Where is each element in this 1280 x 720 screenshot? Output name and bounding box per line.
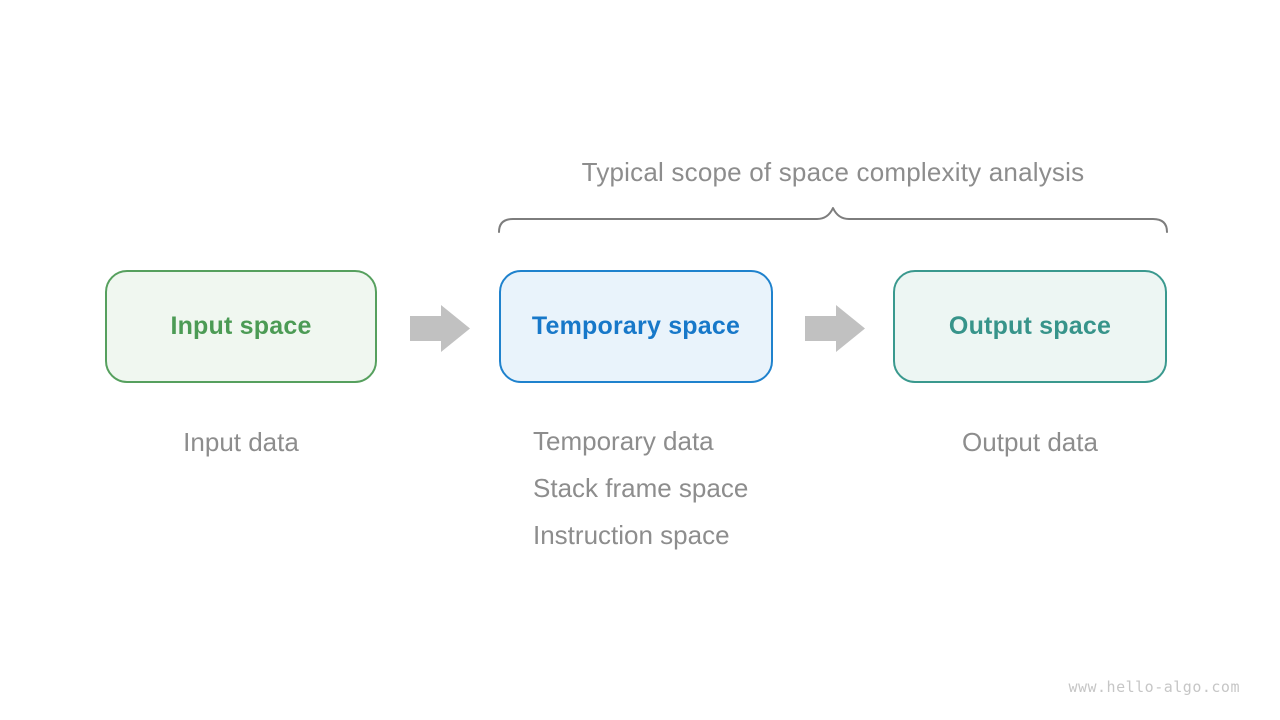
stack-frame-space-annotation: Stack frame space bbox=[533, 473, 749, 503]
output-data-annotation: Output data bbox=[962, 427, 1098, 457]
diagram-title: Typical scope of space complexity analys… bbox=[581, 157, 1085, 187]
output-space-label: Output space bbox=[948, 312, 1112, 340]
input-space-box: Input space bbox=[105, 270, 377, 383]
instruction-space-annotation: Instruction space bbox=[533, 520, 730, 550]
temporary-space-box: Temporary space bbox=[499, 270, 773, 383]
watermark: www.hello-algo.com bbox=[1068, 678, 1240, 696]
arrow-right-shape bbox=[805, 305, 865, 352]
output-space-box: Output space bbox=[893, 270, 1167, 383]
input-data-annotation: Input data bbox=[183, 427, 299, 457]
temporary-annotations: Temporary data Stack frame space Instruc… bbox=[533, 427, 748, 568]
arrow-right-icon bbox=[805, 305, 865, 352]
arrow-right-shape bbox=[410, 305, 470, 352]
curly-brace-icon bbox=[498, 207, 1168, 233]
curly-brace-path bbox=[498, 207, 1168, 233]
arrow-right-icon bbox=[410, 305, 470, 352]
temporary-space-label: Temporary space bbox=[531, 312, 741, 340]
input-space-label: Input space bbox=[170, 312, 312, 340]
temporary-data-annotation: Temporary data bbox=[533, 426, 714, 456]
